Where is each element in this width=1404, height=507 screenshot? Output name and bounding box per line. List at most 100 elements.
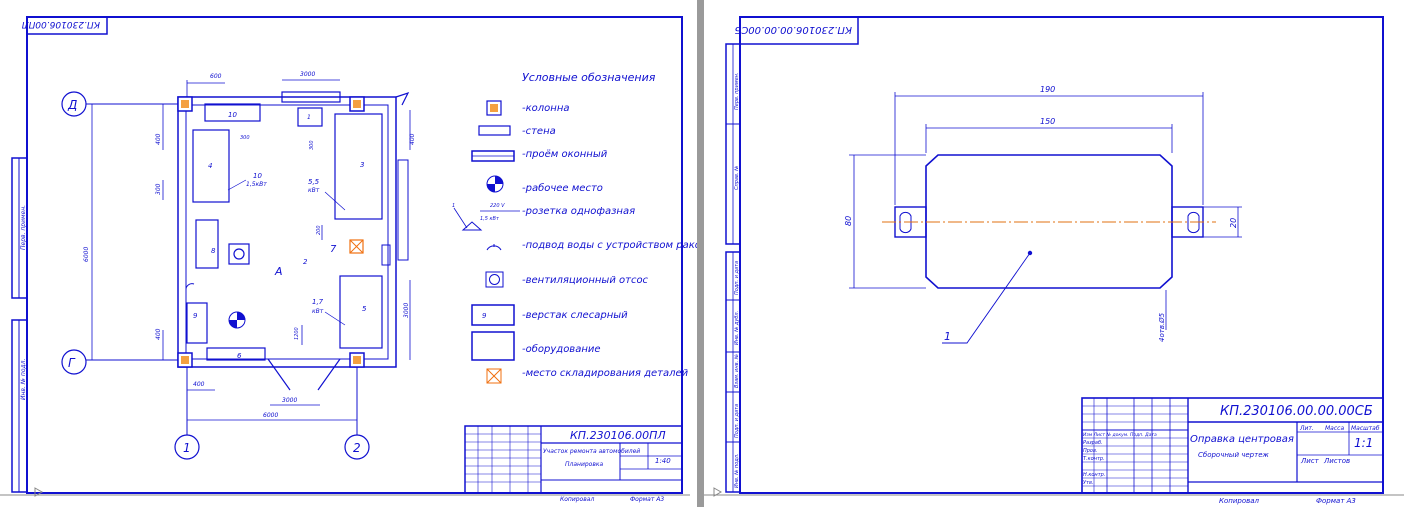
legend-item-2: -проём оконный [522,149,608,160]
power-17: 1,7 [312,298,324,306]
stamp-box: КП.230106.00.00.00СБ [734,16,859,45]
socket-num: 1 [452,203,455,209]
dim-20: 20 [1229,218,1238,228]
dim-small-300b: 300 [309,140,315,150]
row-2: Т.контр. [1083,456,1105,462]
legend-bench-icon: 9 [471,304,515,326]
side-strip: Перв. примен. Инв. № подл. [11,157,28,493]
title-sheet: Лист [1300,457,1320,465]
power-10: 10 [253,172,262,180]
stamp-code: КП.230106.00.00.00СБ [734,24,852,35]
axis-g: Г [61,349,180,375]
title-block [464,425,683,494]
sink-icon [185,283,195,291]
axis-label-1: 1 [183,441,191,455]
legend-item-1: -стена [522,126,556,137]
equipment [186,103,383,361]
title-sheets: Листов [1323,457,1350,465]
side-label-g: Инв. № подл. [734,454,740,489]
dim-right-400: 400 [409,133,416,145]
title-lit: Лит. [1299,425,1314,432]
legend-storage-icon [486,368,502,384]
dim-top-600: 600 [210,73,222,80]
leader-line [942,252,1031,344]
eq-1: 1 [307,114,311,121]
room-label-a: А [274,265,283,278]
eq-8: 8 [211,247,216,255]
title-code: КП.230106.00ПЛ [570,429,666,442]
sheet-separator [697,0,704,507]
side-label-f: Подп. и дата [734,404,740,438]
axis-2: 2 [344,365,370,460]
legend-socket-icon: 1 220 V 1,5 кВт [452,203,520,231]
title-name-2: Сборочный чертеж [1198,451,1269,459]
row-1: Пров. [1083,448,1098,454]
dim-right-3000: 3000 [403,303,410,318]
stamp-code: КП.230106.00ПЛ [22,19,100,29]
legend-ventilation-icon [485,271,504,288]
storage-icon: 7 [330,239,364,255]
power-55-unit: кВт [308,187,320,194]
title-scale: 1:40 [655,457,671,465]
axis-1: 1 [174,365,200,460]
title-name-1: Оправка центровая [1190,434,1294,445]
legend-window-icon [471,150,515,162]
socket-voltage: 220 V [490,203,505,209]
dimension-lines [91,79,411,421]
title-code: КП.230106.00.00.00СБ [1220,404,1373,419]
legend-column-icon [486,100,502,116]
legend-bench-num: 9 [482,312,487,320]
column-icon [177,96,365,368]
dim-top-3000: 3000 [300,71,315,78]
legend-sink-icon [486,244,502,251]
dim-bottom-6000: 6000 [263,412,278,419]
dim-small-300a: 300 [240,135,250,141]
eq-5: 5 [362,305,367,313]
left-drawing-sheet: КП.230106.00ПЛ Перв. примен. Инв. № подл… [0,0,697,507]
axis-label-d: Д [67,98,77,112]
legend-item-6: -вентиляционный отсос [522,275,649,286]
workplace-icon [228,311,246,329]
side-label-a: Перв. примен. [20,205,27,250]
dim-left-6000: 6000 [83,247,90,262]
axis-label-2: 2 [353,441,361,455]
legend-item-4: -розетка однофазная [522,206,635,217]
equipment-labels: 10 1 4 3 8 2 5 9 6 А 10 1,5кВт 5,5 кВт 1… [193,111,367,360]
side-label-c: Инв. № подл. [20,359,27,400]
side-strip [725,43,741,493]
axis-d: Д [61,91,180,117]
legend-workplace-icon [486,175,504,193]
title-format: Формат А3 [630,496,664,503]
title-name-2: Планировка [565,461,603,468]
dim-150: 150 [1040,117,1055,126]
legend-item-0: -колонна [522,103,569,114]
right-drawing-sheet: КП.230106.00.00.00СБ Перв. примен. Справ… [704,0,1404,507]
row-3: Н.контр. [1083,472,1105,478]
title-head: Изм Лист № докум. Подп. Дата [1083,432,1157,438]
dimension-texts: 600 3000 6000 400 300 400 400 3000 400 3… [83,71,416,419]
legend-item-9: -место складирования деталей [522,368,689,379]
dim-left-400a: 400 [155,133,162,145]
socket-power: 1,5 кВт [480,216,500,222]
dim-left-300: 300 [155,183,162,195]
dim-small-200: 200 [316,225,322,235]
assembly-drawing: КП.230106.00.00.00СБ Перв. примен. Справ… [704,16,1404,505]
side-label-c: Подп. и дата [734,261,740,295]
side-label-a: Перв. примен. [734,72,740,110]
row-0: Разраб. [1083,440,1103,446]
title-name-1: Участок ремонта автомобилей [543,448,640,455]
dim-bottom-400: 400 [193,381,205,388]
eq-2: 2 [303,258,308,266]
eq-6: 6 [237,352,242,360]
legend-wall-icon [478,125,511,136]
stamp-box: КП.230106.00ПЛ [22,16,108,35]
title-format: Формат А3 [1316,497,1356,505]
power-17-unit: кВт [312,308,324,315]
title-scale: 1:1 [1354,436,1373,450]
legend-item-5: -подвод воды с устройством раковины [522,240,697,251]
legend-item-8: -оборудование [522,343,601,355]
eq-9: 9 [193,312,198,320]
power-10-unit: 1,5кВт [246,181,267,188]
row-4: Утв. [1083,480,1094,486]
side-label-d: Инв. № дубл. [734,311,740,345]
